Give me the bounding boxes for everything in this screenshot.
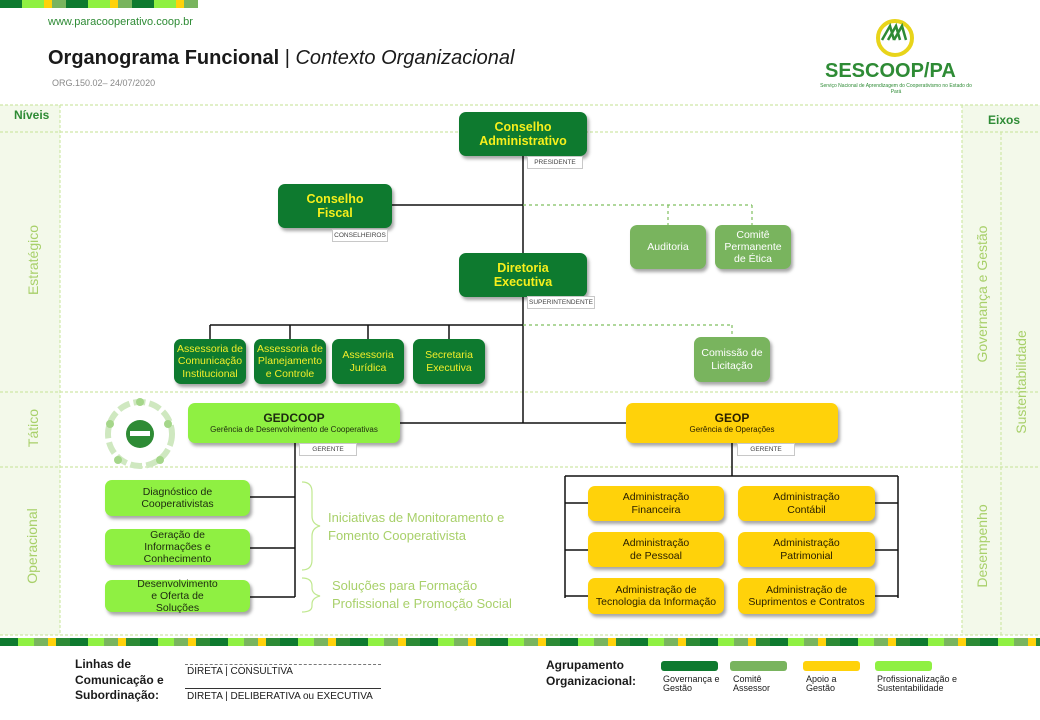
legend-group-title: Agrupamento Organizacional: xyxy=(546,658,637,688)
legend-swatch-apoio xyxy=(803,661,860,671)
role-gerente-geop: GERENTE xyxy=(737,443,795,456)
legend-lines-title: Linhas de Comunicação e Subordinação: xyxy=(75,657,164,703)
node-comissao-licitacao[interactable]: Comissão de Licitação xyxy=(694,337,770,382)
legend-solid-line xyxy=(185,688,381,689)
legend-swatch-governanca xyxy=(661,661,718,671)
node-conselho-administrativo[interactable]: Conselho Administrativo xyxy=(459,112,587,156)
gedcoop-title: GEDCOOP xyxy=(263,410,325,425)
top-color-strip xyxy=(0,0,198,8)
levels-column xyxy=(0,105,60,635)
geop-title: GEOP xyxy=(714,410,750,425)
node-secretaria-executiva[interactable]: Secretaria Executiva xyxy=(413,339,485,384)
eixos-title: Eixos xyxy=(988,113,1021,127)
brand-name: SESCOOP/PA xyxy=(825,60,956,82)
legend-label-governanca: Governança e Gestão xyxy=(663,674,720,694)
node-auditoria[interactable]: Auditoria xyxy=(630,225,706,269)
legend-label-apoio: Apoio a Gestão xyxy=(806,674,837,694)
node-geracao-informacoes[interactable]: Geração de Informações e Conhecimento xyxy=(105,529,250,565)
page-title-bold: Organograma Funcional xyxy=(48,47,280,69)
note-iniciativas: Iniciativas de Monitoramento e Fomento C… xyxy=(328,510,505,543)
role-conselheiros: CONSELHEIROS xyxy=(332,229,388,242)
legend-swatch-comite xyxy=(730,661,787,671)
note-solucoes: Soluções para Formação Profissional e Pr… xyxy=(332,578,512,611)
legend-dashed-label: DIRETA | CONSULTIVA xyxy=(187,666,293,677)
doc-code: ORG.150.02– 24/07/2020 xyxy=(52,78,156,88)
node-adm-financeira[interactable]: Administração Financeira xyxy=(588,486,724,521)
legend-label-profissionalizacao: Profissionalização e Sustentabilidade xyxy=(877,674,958,694)
node-geop[interactable]: GEOP Gerência de Operações xyxy=(626,403,838,443)
brand-tagline: Serviço Nacional de Aprendizagem do Coop… xyxy=(820,83,972,95)
role-gerente-gedcoop: GERENTE xyxy=(299,443,357,456)
sescoop-logo: SESCOOP/PA Serviço Nacional de Aprendiza… xyxy=(815,18,975,98)
node-assessoria-planejamento[interactable]: Assessoria de Planejamento e Controle xyxy=(254,339,326,384)
geop-subtitle: Gerência de Operações xyxy=(689,425,775,435)
role-superintendente: SUPERINTENDENTE xyxy=(527,296,595,309)
node-diagnostico[interactable]: Diagnóstico de Cooperativistas xyxy=(105,480,250,516)
page-title: Organograma Funcional | Contexto Organiz… xyxy=(48,47,515,70)
legend-label-comite: Comitê Assessor xyxy=(733,674,771,694)
node-assessoria-juridica[interactable]: Assessoria Jurídica xyxy=(332,339,404,384)
legend-solid-label: DIRETA | DELIBERATIVA ou EXECUTIVA xyxy=(187,691,373,702)
node-desenvolvimento-oferta[interactable]: Desenvolvimento e Oferta de Soluções xyxy=(105,578,250,614)
node-adm-tecnologia[interactable]: Administração de Tecnologia da Informaçã… xyxy=(588,578,724,614)
node-gedcoop[interactable]: GEDCOOP Gerência de Desenvolvimento de C… xyxy=(188,403,400,443)
page-title-separator: | xyxy=(284,47,290,69)
legend-swatch-profissionalizacao xyxy=(875,661,932,671)
node-diretoria-executiva[interactable]: Diretoria Executiva xyxy=(459,253,587,297)
gedcoop-subtitle: Gerência de Desenvolvimento de Cooperati… xyxy=(210,425,378,435)
node-adm-suprimentos[interactable]: Administração de Suprimentos e Contratos xyxy=(738,578,875,614)
node-conselho-fiscal[interactable]: Conselho Fiscal xyxy=(278,184,392,228)
legend-dashed-line xyxy=(185,664,381,665)
bottom-color-band xyxy=(0,638,1040,646)
page-title-italic: Contexto Organizacional xyxy=(295,47,515,69)
node-adm-patrimonial[interactable]: Administração Patrimonial xyxy=(738,532,875,567)
node-adm-pessoal[interactable]: Administração de Pessoal xyxy=(588,532,724,567)
node-comite-etica[interactable]: Comitê Permanente de Ética xyxy=(715,225,791,269)
node-assessoria-comunicacao[interactable]: Assessoria de Comunicação Institucional xyxy=(174,339,246,384)
role-presidente: PRESIDENTE xyxy=(527,156,583,169)
logo-mark-icon xyxy=(876,19,914,57)
levels-title: Níveis xyxy=(14,108,50,122)
cycle-diagram-icon xyxy=(105,398,175,469)
site-url[interactable]: www.paracooperativo.coop.br xyxy=(48,16,193,28)
node-adm-contabil[interactable]: Administração Contábil xyxy=(738,486,875,521)
